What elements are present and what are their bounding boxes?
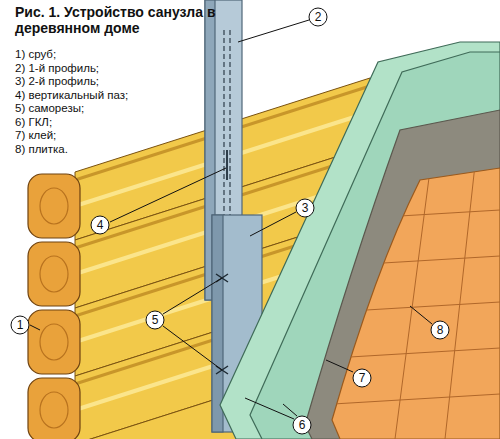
tile-joint — [300, 302, 500, 314]
leader-line — [238, 20, 309, 42]
leader-line — [110, 168, 226, 222]
leader-line — [163, 278, 222, 314]
leader-line — [283, 404, 297, 416]
callout-text: 8 — [430, 320, 450, 340]
leader-line — [326, 360, 353, 372]
log-end — [28, 378, 80, 439]
callout-number: 3 — [295, 198, 315, 218]
tile-joint — [300, 348, 500, 360]
callout-number: 8 — [430, 320, 450, 340]
callout-text: 1 — [10, 315, 30, 335]
leader-line — [245, 398, 294, 419]
callout-text: 2 — [308, 7, 328, 27]
profile-flange — [212, 215, 223, 432]
key-item: 1) сруб; — [15, 48, 56, 61]
tree-ring — [40, 256, 68, 292]
leader-line — [163, 326, 222, 370]
callout-outline — [11, 316, 29, 334]
callout-outline — [146, 311, 164, 329]
callout-text: 7 — [352, 368, 372, 388]
vertical-groove — [229, 30, 230, 232]
tile-joint — [445, 165, 475, 439]
figure-title: Рис. 1. Устройство санузла в деревянном … — [15, 4, 265, 36]
tree-ring — [40, 392, 68, 428]
key-item: 4) вертикальный паз; — [15, 89, 128, 102]
callout-text: 6 — [292, 415, 312, 435]
tile-joint — [300, 256, 500, 268]
callout-text: 5 — [145, 310, 165, 330]
groove-screw — [226, 150, 228, 180]
callout-outline — [91, 216, 109, 234]
gypsum-board — [250, 52, 500, 439]
leader-line — [30, 325, 40, 330]
callout-outline — [431, 321, 449, 339]
callout-text: 3 — [295, 198, 315, 218]
tree-ring — [40, 324, 68, 360]
callout-outline — [309, 8, 327, 26]
callout-number: 5 — [145, 310, 165, 330]
callout-number: 4 — [90, 215, 110, 235]
callout-text: 4 — [90, 215, 110, 235]
adhesive-layer — [305, 110, 500, 439]
key-item: 2) 1-й профиль; — [15, 62, 99, 75]
callout-outline — [353, 369, 371, 387]
tree-ring — [40, 188, 68, 224]
log-end — [28, 174, 80, 238]
log-end — [28, 310, 80, 374]
tile-joints — [300, 165, 500, 439]
callout-outline — [296, 199, 314, 217]
key-item: 8) плитка. — [15, 143, 68, 156]
vertical-groove — [223, 30, 224, 232]
key-item: 5) саморезы; — [15, 102, 84, 115]
key-item: 6) ГКЛ; — [15, 116, 52, 129]
callout-number: 6 — [292, 415, 312, 435]
log-end — [28, 242, 80, 306]
leader-line — [250, 212, 296, 236]
log-ends — [28, 174, 80, 439]
key-item: 7) клей; — [15, 129, 56, 142]
gypsum-board — [220, 42, 500, 439]
leader-line — [410, 306, 432, 324]
callout-number: 7 — [352, 368, 372, 388]
tile-joint — [395, 170, 430, 439]
key-item: 3) 2-й профиль; — [15, 75, 99, 88]
finish-layers — [220, 42, 500, 439]
callout-number: 1 — [10, 315, 30, 335]
callout-outline — [293, 416, 311, 434]
callout-number: 2 — [308, 7, 328, 27]
